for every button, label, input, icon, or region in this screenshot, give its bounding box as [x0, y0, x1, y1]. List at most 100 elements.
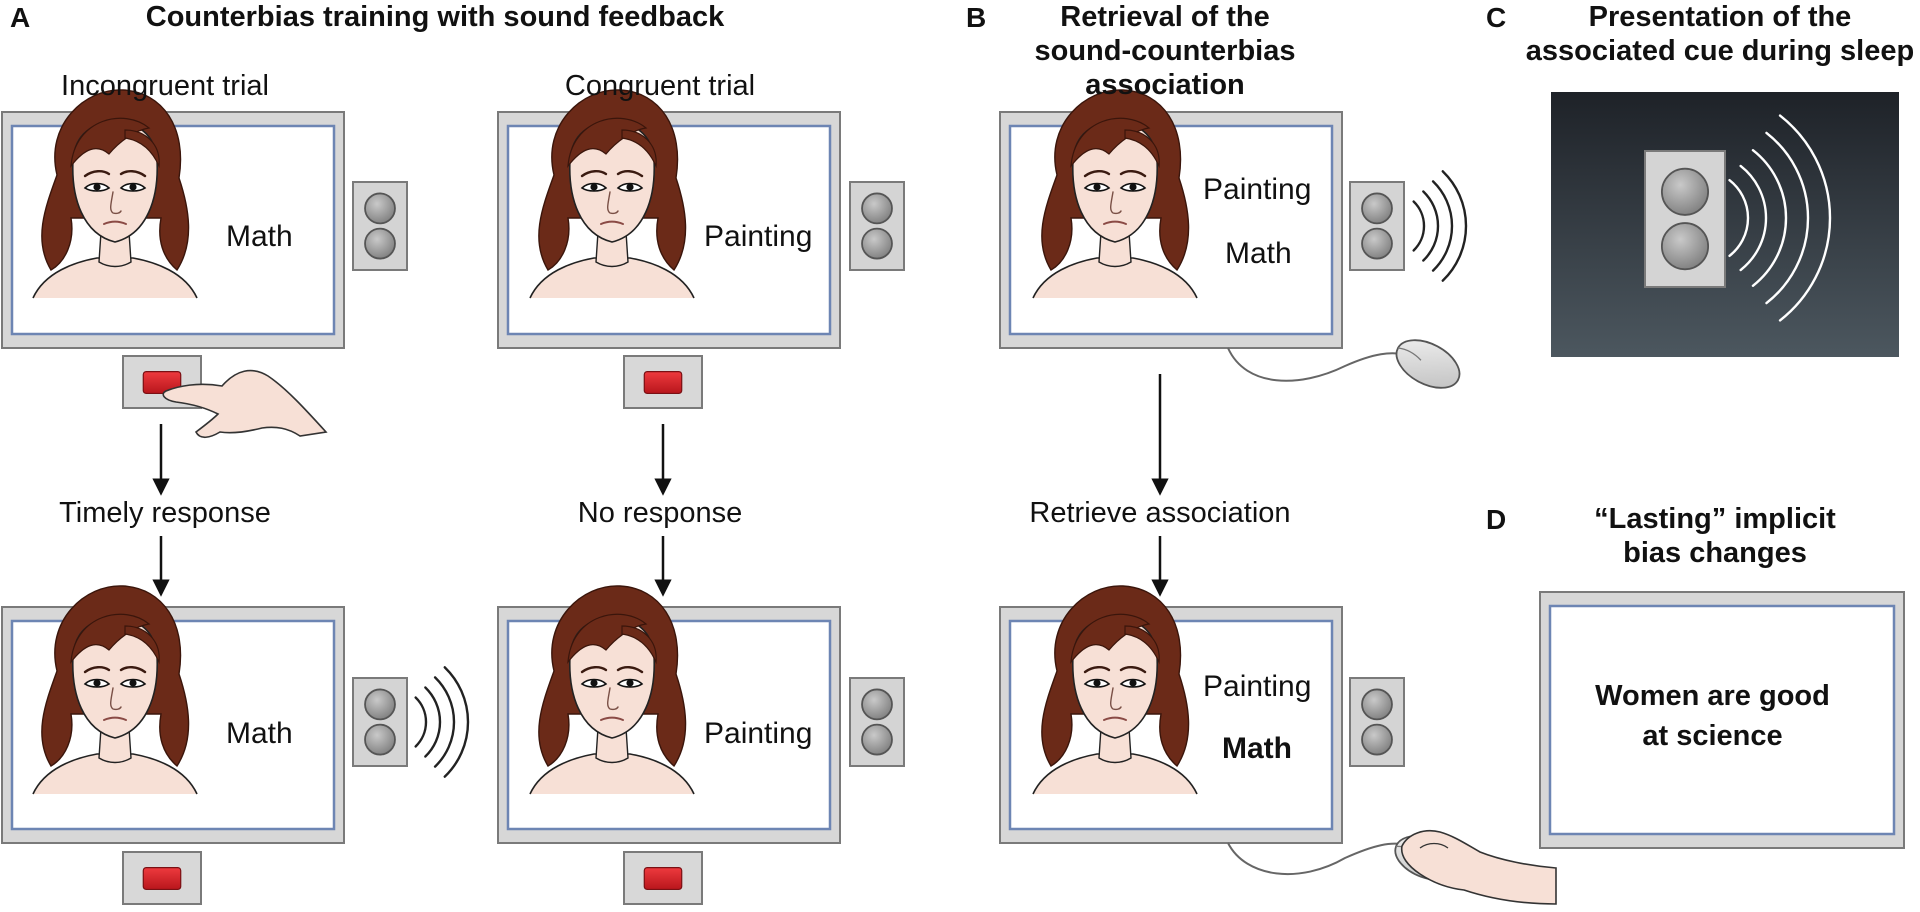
face-brow	[83, 170, 111, 178]
word-math-incongruent-bottom: Math	[226, 717, 293, 750]
face-pupil	[626, 183, 634, 191]
speaker-retrieval-bottom	[1349, 677, 1405, 767]
face-brow	[580, 170, 608, 178]
face-pupil	[590, 183, 598, 191]
word-painting-congruent-top: Painting	[704, 220, 813, 253]
speaker-congruent-top	[849, 181, 905, 271]
face-mouth	[600, 716, 624, 721]
face-brow	[616, 666, 644, 674]
face-nose	[110, 191, 122, 215]
speaker-incongruent-bottom	[352, 677, 408, 767]
face-neck	[1098, 231, 1132, 268]
face-pupil	[129, 183, 137, 191]
face-brow	[616, 170, 644, 178]
face-congruent-bottom	[529, 585, 695, 795]
speaker-congruent-bottom	[849, 677, 905, 767]
sound-wave	[1412, 200, 1426, 252]
speaker-cone	[1361, 723, 1393, 756]
face-brow	[83, 666, 111, 674]
face-brow	[119, 170, 147, 178]
sound-wave	[1739, 164, 1768, 272]
face-fringe-side	[124, 129, 160, 169]
sound-wave	[1778, 114, 1832, 322]
pointing-hand	[162, 369, 328, 439]
monitor-screen	[1548, 604, 1896, 836]
face-brow	[1119, 170, 1147, 178]
word-math-incongruent-top: Math	[226, 220, 293, 253]
face-pupil	[1093, 679, 1101, 687]
button-red	[643, 866, 683, 891]
mouse-icon-top	[1395, 339, 1461, 389]
speaker-cone	[1361, 688, 1393, 721]
sound-wave	[1431, 180, 1454, 272]
mouse-cable	[1227, 347, 1411, 382]
congruent-trial-label: Congruent trial	[564, 70, 756, 102]
button-red	[142, 866, 182, 891]
button-red	[142, 371, 182, 395]
face-retrieval-top	[1032, 89, 1198, 299]
word-painting-retrieval-top: Painting	[1203, 173, 1312, 206]
speaker-cone	[1361, 227, 1393, 260]
face-fringe-side	[621, 625, 657, 665]
panel-a-title: Counterbias training with sound feedback	[145, 1, 725, 33]
response-button-congruent-bottom	[623, 851, 703, 905]
mouse-cable	[1227, 842, 1411, 875]
speaker-cone	[1660, 167, 1710, 216]
face-brow	[1083, 666, 1111, 674]
pointing-hand-icon	[162, 369, 328, 439]
speaker-sleep	[1644, 150, 1726, 288]
face-neck	[1098, 727, 1132, 764]
sound-wave	[1422, 190, 1440, 262]
face-nose	[607, 687, 619, 711]
speaker-cone	[364, 192, 396, 225]
response-button-incongruent-bottom	[122, 851, 202, 905]
sound-wave	[1441, 170, 1468, 282]
face-mouth	[103, 716, 127, 721]
face-brow	[1083, 170, 1111, 178]
face-pupil	[129, 679, 137, 687]
incongruent-trial-label: Incongruent trial	[61, 70, 269, 102]
face-pupil	[93, 679, 101, 687]
response-button-congruent	[623, 355, 703, 409]
face-mouth	[103, 220, 127, 225]
face-nose	[607, 191, 619, 215]
face-fringe-side	[1124, 625, 1160, 665]
face-incongruent-top	[32, 89, 198, 299]
sound-wave	[433, 676, 456, 768]
face-neck	[595, 231, 629, 268]
sound-wave	[443, 666, 470, 778]
speaker-retrieval-top	[1349, 181, 1405, 271]
face-pupil	[626, 679, 634, 687]
hand-on-mouse-icon	[1400, 830, 1557, 905]
speaker-cone	[364, 723, 396, 756]
face-brow	[1119, 666, 1147, 674]
speaker-cone	[1660, 222, 1710, 271]
word-painting-retrieval-bottom: Painting	[1203, 670, 1312, 703]
face-pupil	[1093, 183, 1101, 191]
speaker-cone	[364, 227, 396, 260]
speaker-cone	[861, 227, 893, 260]
face-brow	[580, 666, 608, 674]
face-congruent-top	[529, 89, 695, 299]
no-response-label: No response	[577, 497, 743, 529]
face-mouth	[1103, 716, 1127, 721]
sound-wave	[1751, 149, 1788, 287]
timely-response-label: Timely response	[59, 497, 271, 529]
face-neck	[98, 727, 132, 764]
word-math-retrieval-bottom: Math	[1222, 732, 1292, 765]
sound-wave	[424, 686, 442, 758]
panel-c-title: Presentation of the associated cue durin…	[1525, 1, 1915, 67]
speaker-cone	[1361, 192, 1393, 225]
face-nose	[110, 687, 122, 711]
panel-b-title: Retrieval of the sound-counterbias assoc…	[1034, 1, 1296, 101]
face-pupil	[93, 183, 101, 191]
button-base	[122, 851, 202, 905]
face-pupil	[590, 679, 598, 687]
panel-letter-c: C	[1486, 2, 1507, 33]
face-mouth	[600, 220, 624, 225]
panel-letter-d: D	[1486, 504, 1507, 535]
sound-waves-icon-a	[414, 666, 470, 778]
face-neck	[98, 231, 132, 268]
